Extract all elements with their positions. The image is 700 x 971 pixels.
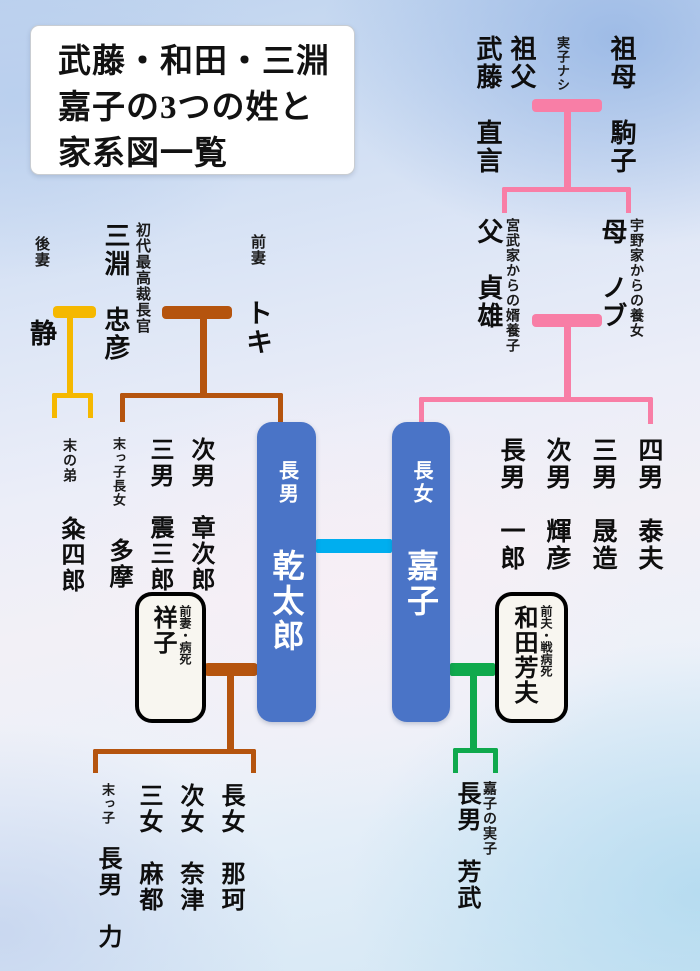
title-card: 武藤・和田・三淵 嘉子の3つの姓と 家系図一覧	[30, 25, 355, 175]
person-tama: 末っ子長女 多摩	[105, 437, 132, 590]
marriage-bar-sachiko	[204, 663, 258, 676]
sachiko-note: 前妻・病死	[178, 605, 192, 665]
yoshiko-label: 長女	[410, 460, 432, 506]
grandfather-label: 祖父	[507, 35, 537, 91]
descent-line-grandparents	[564, 108, 571, 190]
title-line-2: 嘉子の3つの姓と	[58, 90, 314, 126]
marriage-note-no-biological-child: 実子ナシ	[555, 36, 570, 92]
second-wife-name: 静	[26, 319, 56, 348]
father-name: 父 貞雄	[474, 218, 504, 330]
wada-name: 和田芳夫	[510, 605, 537, 705]
person-kumeshiro: 末の弟 粂四郎	[57, 438, 84, 594]
kumeshiro-label: 末の弟	[62, 438, 78, 483]
yoshitake-note: 嘉子の実子	[482, 781, 498, 856]
yoshiko-name: 嘉子	[403, 549, 439, 619]
children-bracket-sachiko	[93, 749, 256, 773]
person-shojiro: 次男 章次郎	[187, 437, 214, 593]
tama-label: 末っ子長女	[111, 437, 126, 507]
person-yoshitake: 長男 芳武 嘉子の実子	[453, 781, 498, 911]
patriarch-name: 三淵 忠彦	[101, 222, 131, 362]
person-naka: 長女 那珂	[217, 783, 244, 913]
person-first-wife: 前妻 トキ	[242, 234, 272, 357]
yoshitake-name: 長男 芳武	[453, 781, 480, 911]
tama-name: 多摩	[105, 538, 132, 590]
person-sachiko-box: 祥子 前妻・病死	[135, 592, 206, 723]
first-wife-name: トキ	[242, 299, 272, 357]
muto-sons-row: 長男 一郎 次男 輝彦 三男 晟造 四男 泰夫	[497, 437, 663, 572]
descent-line-parents	[564, 324, 571, 400]
person-mother: 母 ノブ 宇野家からの養女	[598, 218, 645, 338]
title-line-3: 家系図一覧	[58, 136, 228, 172]
kentaro-name: 乾太郎	[268, 549, 305, 654]
person-son-teruhiko: 次男 輝彦	[543, 437, 571, 572]
marriage-bar-parents	[532, 314, 602, 327]
chikara-label: 末っ子	[100, 783, 115, 825]
child-bracket-wada	[453, 748, 498, 773]
chikara-name: 長男 力	[94, 846, 121, 950]
descent-line-second-wife	[67, 315, 73, 395]
marriage-bar-couple	[316, 539, 392, 553]
mibuchi-children-row: 末っ子長女 多摩 三男 震三郎 次男 章次郎	[105, 437, 214, 593]
kumeshiro-name: 粂四郎	[57, 516, 84, 594]
marriage-bar-second-wife	[53, 306, 96, 318]
marriage-bar-grandparents	[532, 99, 602, 112]
children-bracket-first-wife	[120, 393, 283, 422]
grandfather-name: 武藤 直言	[473, 35, 503, 175]
descent-line-sachiko	[227, 673, 234, 751]
patriarch-note: 初代最高裁長官	[134, 222, 151, 334]
marriage-bar-wada	[450, 663, 495, 676]
second-wife-label: 後妻	[33, 236, 50, 268]
person-mato: 三女 麻都	[135, 783, 162, 913]
marriage-bar-first-wife	[162, 306, 232, 319]
mother-name: 母 ノブ	[598, 218, 628, 330]
person-mibuchi-patriarch: 三淵 忠彦 初代最高裁長官	[101, 222, 151, 362]
person-father: 父 貞雄 宮武家からの婿養子	[474, 218, 521, 353]
title-line-1: 武藤・和田・三淵	[58, 44, 330, 80]
descent-line-wada	[470, 674, 477, 750]
person-chikara: 末っ子 長男 力	[94, 783, 121, 950]
sachiko-children-row: 末っ子 長男 力 三女 麻都 次女 奈津 長女 那珂	[94, 783, 244, 950]
person-second-wife: 後妻 静	[26, 236, 56, 348]
sachiko-name: 祥子	[149, 605, 176, 655]
wada-note: 前夫・戦病死	[539, 605, 553, 677]
father-note: 宮武家からの婿養子	[505, 218, 521, 353]
person-son-yasuo: 四男 泰夫	[635, 437, 663, 572]
person-yoshiko-box: 長女 嘉子	[392, 422, 450, 722]
person-grandfather: 武藤 直言 祖父	[473, 35, 537, 175]
person-wada-box: 和田芳夫 前夫・戦病死	[495, 592, 568, 723]
children-bracket-parents	[419, 397, 653, 424]
person-shinzaburo: 三男 震三郎	[146, 437, 173, 593]
descent-line-first-wife	[200, 315, 207, 395]
kentaro-label: 長男	[275, 460, 298, 506]
first-wife-label: 前妻	[249, 234, 266, 266]
children-bracket-second-wife	[52, 393, 93, 418]
person-son-ichiro: 長男 一郎	[497, 437, 525, 572]
person-son-seizo: 三男 晟造	[589, 437, 617, 572]
person-grandmother: 祖母 駒子	[607, 35, 637, 175]
children-bracket-grandparents	[502, 187, 631, 213]
mother-note: 宇野家からの養女	[629, 218, 645, 338]
person-natsu: 次女 奈津	[176, 783, 203, 913]
person-kentaro-box: 長男 乾太郎	[257, 422, 316, 722]
